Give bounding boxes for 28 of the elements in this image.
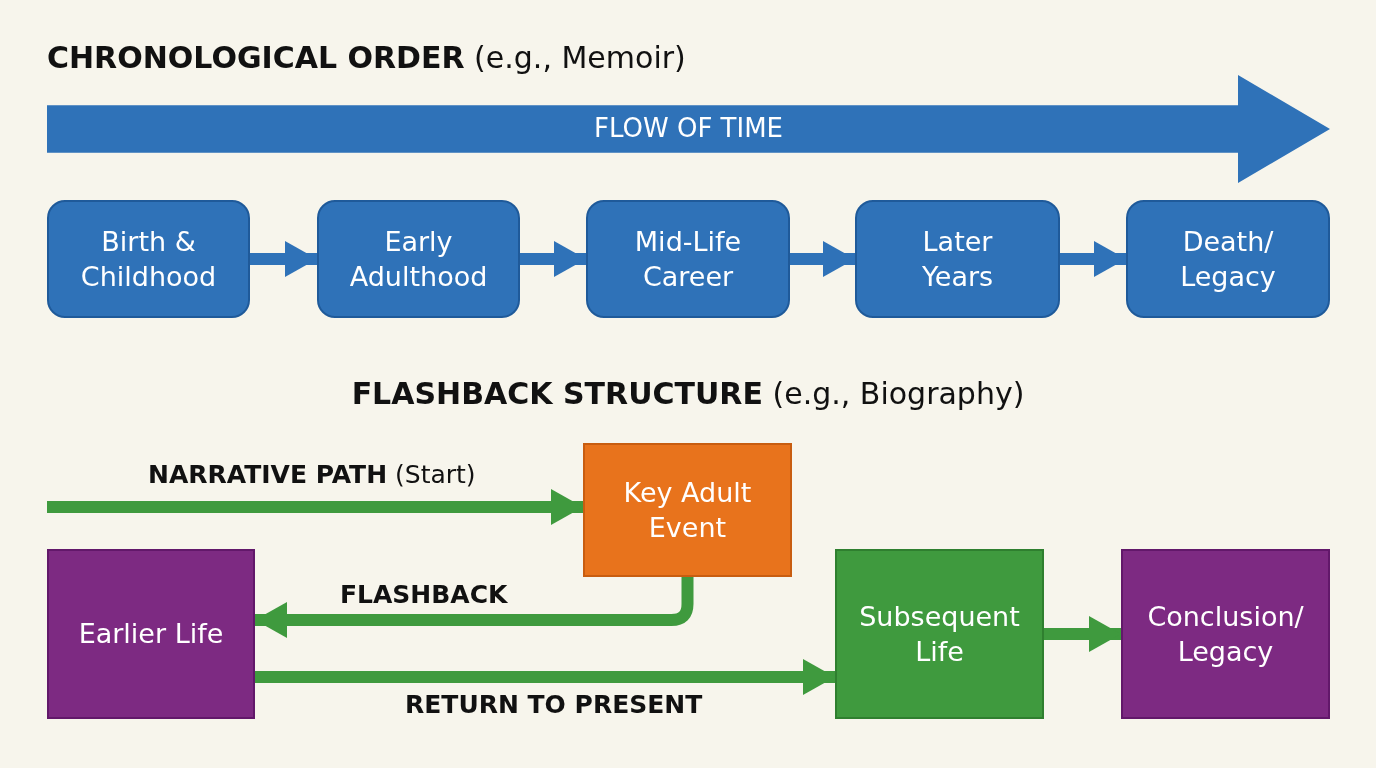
event-box (583, 443, 792, 577)
stage-box (47, 549, 255, 719)
section-heading: FLASHBACK STRUCTURE (e.g., Biography) (351, 376, 1025, 411)
node-label: Conclusion/ Legacy (1146, 599, 1305, 669)
arrow (520, 241, 586, 277)
node-label: Mid-Life Career (633, 224, 743, 294)
node-label: Birth & Childhood (80, 224, 217, 294)
arrow (1060, 241, 1126, 277)
stage-box (317, 200, 520, 318)
arrow (790, 241, 855, 277)
node-label: Earlier Life (78, 617, 224, 652)
stage-box (586, 200, 790, 318)
section-heading: CHRONOLOGICAL ORDER (e.g., Memoir) (47, 40, 686, 75)
node-label: Death/ Legacy (1179, 224, 1277, 294)
arrow (255, 659, 835, 695)
stage-box (47, 200, 250, 318)
arrow (47, 489, 583, 525)
stage-box (1121, 549, 1330, 719)
node-label: Early Adulthood (349, 224, 488, 294)
stage-box (855, 200, 1060, 318)
node-label: Later Years (920, 224, 995, 294)
arrow (1044, 616, 1121, 652)
node-label: FLOW OF TIME (593, 112, 783, 146)
arrow (250, 241, 317, 277)
node-label: Subsequent Life (858, 599, 1021, 669)
stage-box (835, 549, 1044, 719)
stage-box (1126, 200, 1330, 318)
node-label: Key Adult Event (622, 475, 753, 545)
